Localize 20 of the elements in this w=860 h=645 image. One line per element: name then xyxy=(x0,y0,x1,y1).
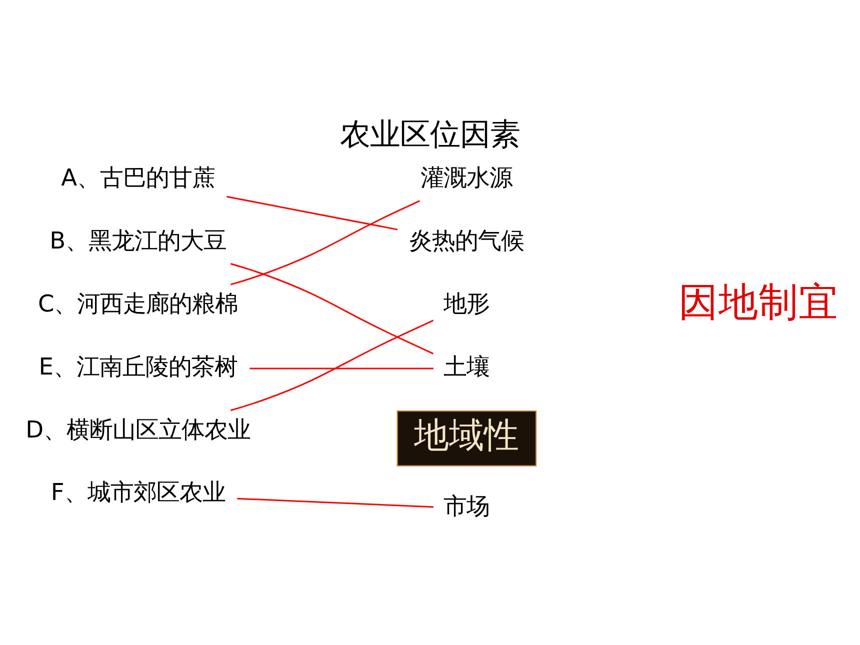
node-text: D、横断山区立体农业 xyxy=(26,416,251,444)
node-text: F、城市郊区农业 xyxy=(50,479,226,506)
node-text: E、江南丘陵的茶树 xyxy=(38,353,238,380)
node-text: 土壤 xyxy=(444,353,490,380)
node-box: 地域性 xyxy=(396,410,537,466)
node-text: B、黑龙江的大豆 xyxy=(50,228,227,255)
connector xyxy=(230,200,420,286)
node-text: 市场 xyxy=(444,493,490,520)
node-text: C、河西走廊的粮棉 xyxy=(38,290,238,318)
node-text: 地形 xyxy=(444,290,490,318)
node-text: A、古巴的甘蔗 xyxy=(61,164,216,192)
diagram-title: 农业区位因素 xyxy=(340,118,520,153)
node-text: 灌溉水源 xyxy=(420,164,513,192)
connector xyxy=(226,196,398,230)
connector xyxy=(250,368,434,370)
connector xyxy=(230,263,434,354)
label: 因地制宜 xyxy=(678,280,839,326)
connector xyxy=(230,320,434,412)
node-text: 炎热的气候 xyxy=(409,228,524,255)
connector xyxy=(237,498,434,508)
